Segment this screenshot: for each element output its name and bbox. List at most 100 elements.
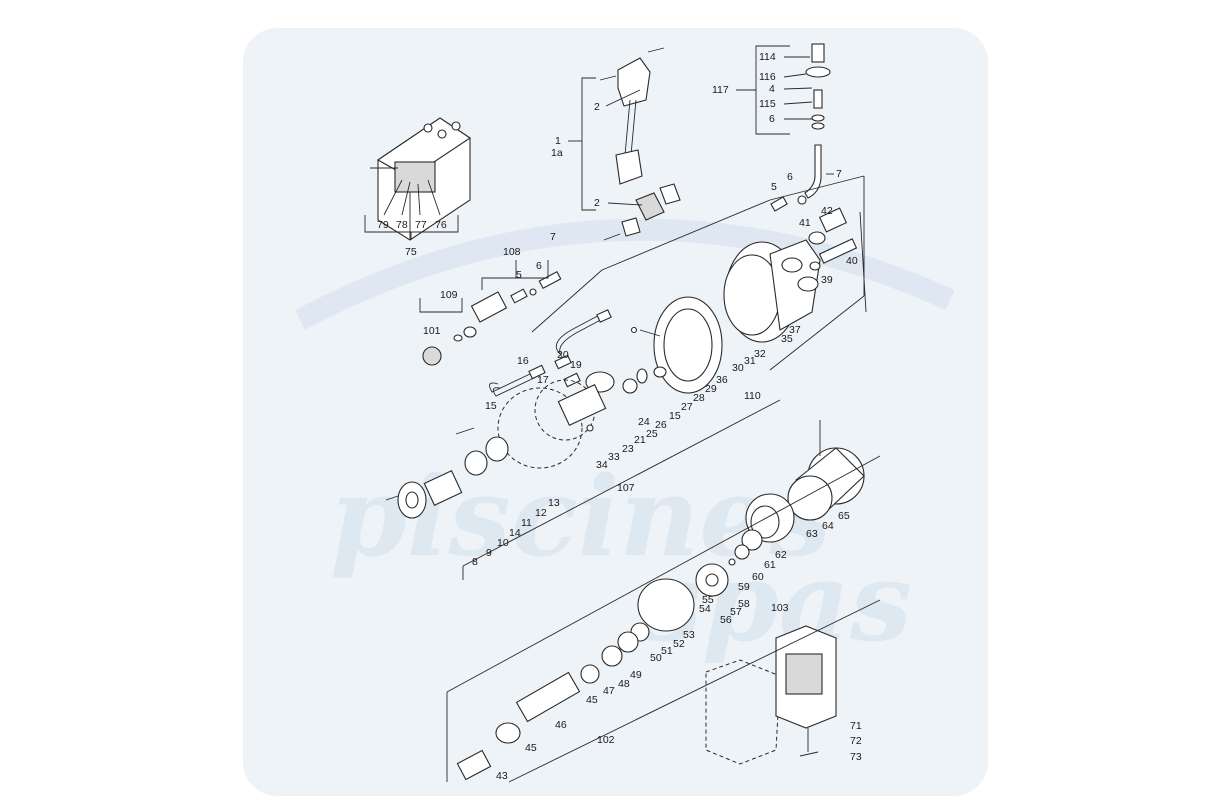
callout-label: 47 [603,685,615,697]
callout-labels: 1 1a 2 2 114 116 4 115 6 117 7 5 6 42 41… [377,51,862,782]
callout-label: 114 [759,51,776,63]
callout-label: 73 [850,751,862,763]
callout-label: 48 [618,678,630,690]
callout-label: 61 [764,559,776,571]
callout-label: 14 [509,527,521,539]
callout-label: 27 [681,401,693,413]
callout-label: 108 [503,246,521,258]
callout-label: 26 [655,419,667,431]
callout-label: 16 [517,355,529,367]
callout-label: 55 [702,594,714,606]
callout-label: 58 [738,598,750,610]
callout-label: 1a [551,147,563,159]
callout-label: 12 [535,507,547,519]
leader-lines [446,175,881,783]
callout-label: 42 [821,205,833,217]
callout-label: 41 [799,217,811,229]
callout-label: 2 [594,101,600,113]
callout-label: 49 [630,669,642,681]
callout-label: 15 [485,400,497,412]
callout-label: 36 [716,374,728,386]
callout-label: 54 [699,603,711,615]
callout-label: 7 [836,168,842,180]
electrical-boxes [705,625,837,765]
callout-label: 33 [608,451,620,463]
ignition-tubing [489,309,612,397]
callout-label: 101 [423,325,441,337]
callout-label: 37 [789,324,801,336]
callout-label: 30 [732,362,744,374]
callout-label: 45 [525,742,537,754]
callout-label: 102 [597,734,615,746]
callout-label: 59 [738,581,750,593]
callout-label: 43 [496,770,508,782]
callout-label: 77 [415,219,427,231]
callout-label: 57 [730,606,742,618]
watermark-backdrop [243,28,988,796]
callout-label: 10 [497,537,509,549]
control-box [364,117,471,241]
callout-label: 45 [586,694,598,706]
callout-label: 116 [759,71,776,83]
callout-label: 46 [555,719,567,731]
callout-label: 65 [838,510,850,522]
callout-label: 62 [775,549,787,561]
callout-label: 17 [537,374,549,386]
callout-label: 13 [548,497,560,509]
callout-label: 7 [550,231,556,243]
callout-label: 56 [720,614,732,626]
nipple-group [736,43,834,199]
callout-label: 32 [754,348,766,360]
front-rings [385,427,509,519]
callout-label: 35 [781,333,793,345]
callout-label: 11 [521,517,532,529]
callout-label: 34 [596,459,608,471]
flange-plates [630,296,723,394]
callout-label: 29 [705,383,717,395]
callout-label: 50 [650,652,662,664]
callout-label: 52 [673,638,685,650]
motor [728,447,865,566]
callout-label: 72 [850,735,862,747]
watermark-swoosh [294,218,955,330]
callout-label: 115 [759,98,776,110]
callout-label: 5 [516,269,522,281]
callout-label: 51 [661,645,673,657]
callout-label: 79 [377,219,389,231]
callout-label: 4 [769,83,775,95]
callout-label: 76 [435,219,447,231]
callout-label: 24 [638,416,650,428]
callout-label: 15 [669,410,681,422]
callout-label: 60 [752,571,764,583]
callout-label: 6 [536,260,542,272]
callout-label: 39 [821,274,833,286]
callout-label: 20 [557,349,569,361]
callout-label: 63 [806,528,818,540]
pump-assembly [456,563,729,781]
callout-label: 28 [693,392,705,404]
callout-label: 5 [771,181,777,193]
callout-label: 25 [646,428,658,440]
callout-label: 53 [683,629,695,641]
callout-label: 9 [486,547,492,559]
callout-label: 23 [622,443,634,455]
callout-label: 75 [405,246,417,258]
callout-label: 19 [570,359,582,371]
blower-housing [497,366,667,469]
callout-label: 64 [822,520,834,532]
callout-label: 40 [846,255,858,267]
callout-label: 109 [440,289,458,301]
callout-label: 31 [744,355,756,367]
callout-label: 6 [769,113,775,125]
callout-label: 117 [712,84,729,96]
callout-label: 6 [787,171,793,183]
callout-label: 21 [634,434,646,446]
burner-head [723,195,858,343]
callout-label: 71 [850,720,862,732]
nozzle-assembly [419,260,562,366]
pressure-switch-group [568,47,681,241]
callout-label: 1 [555,135,561,147]
callout-label: 8 [472,556,478,568]
